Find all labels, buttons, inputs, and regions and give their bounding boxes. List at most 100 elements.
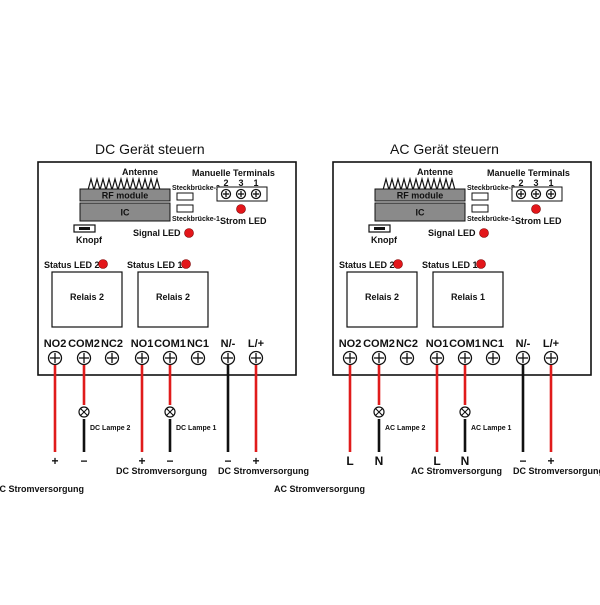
status-led2-label: Status LED 2 (339, 260, 395, 270)
manual-terminals-label: Manuelle Terminals (487, 168, 570, 178)
jumper-2 (176, 192, 194, 201)
lamp-1-cross-b (461, 408, 469, 416)
jumper1-label: Steckbrücke-1 (467, 216, 515, 223)
terminal-label-1: COM2 (363, 338, 395, 350)
relay-right-label: Relais 2 (156, 292, 190, 302)
wire-sign-3: − (166, 454, 173, 468)
terminal-label-1: COM2 (68, 338, 100, 350)
rf-module (79, 188, 171, 202)
lamp2-label: DC Lampe 2 (90, 425, 131, 432)
rf-module-label: RF module (102, 191, 149, 201)
terminal-label-0: NO2 (339, 338, 362, 350)
ic-label: IC (121, 208, 131, 218)
power-led-label: Strom LED (220, 216, 267, 226)
antenna-label: Antenne (122, 167, 158, 177)
relay-2 (346, 271, 418, 328)
panel-title: DC Gerät steuern (95, 141, 205, 157)
terminal-label-2: NC2 (101, 338, 123, 350)
supply-right-label: DC Stromversorgung (218, 466, 309, 476)
wire-sign-2: + (138, 454, 145, 468)
rf-module-label: RF module (397, 191, 444, 201)
lamp1-label: AC Lampe 1 (471, 425, 512, 432)
wire-sign-2: L (433, 454, 440, 468)
terminal-label-5: NC1 (482, 338, 504, 350)
status-led-2 (393, 259, 403, 269)
relay-left-label: Relais 2 (70, 292, 104, 302)
ic-chip (374, 202, 466, 222)
terminal-label-6: N/- (221, 338, 236, 350)
status-led-1 (476, 259, 486, 269)
status-led1-label: Status LED 1 (127, 260, 183, 270)
push-button-cap (79, 227, 90, 230)
push-button-cap (374, 227, 385, 230)
manual-terminal-number: 1 (548, 178, 553, 188)
button-label: Knopf (371, 235, 398, 245)
wire-sign-1: − (80, 454, 87, 468)
status-led2-label: Status LED 2 (44, 260, 100, 270)
supply-bottom-label: AC Stromversorgung (274, 484, 365, 494)
wire-sign-4: − (224, 454, 231, 468)
rf-module (374, 188, 466, 202)
terminal-label-2: NC2 (396, 338, 418, 350)
relay-2 (51, 271, 123, 328)
terminal-label-6: N/- (516, 338, 531, 350)
terminal-label-0: NO2 (44, 338, 67, 350)
supply-mid-label: AC Stromversorgung (411, 466, 502, 476)
terminal-label-4: COM1 (449, 338, 481, 350)
power-led (236, 204, 246, 214)
supply-mid-label: DC Stromversorgung (116, 466, 207, 476)
signal-led (184, 228, 194, 238)
status-led-2 (98, 259, 108, 269)
wire-sign-3: N (461, 454, 470, 468)
supply-right-label: DC Stromversorgung (513, 466, 600, 476)
relay-1 (432, 271, 504, 328)
lamp2-label: AC Lampe 2 (385, 425, 426, 432)
button-label: Knopf (76, 235, 103, 245)
panel-title: AC Gerät steuern (390, 141, 499, 157)
terminal-label-7: L/+ (248, 338, 264, 350)
antenna-label: Antenne (417, 167, 453, 177)
ic-chip (79, 202, 171, 222)
wire-sign-5: + (252, 454, 259, 468)
jumper-1 (471, 204, 489, 213)
supply-bottom-label: DC Stromversorgung (0, 484, 84, 494)
jumper-1 (176, 204, 194, 213)
terminal-label-3: NO1 (426, 338, 449, 350)
manual-terminal-number: 2 (518, 178, 523, 188)
wire-sign-0: + (51, 454, 58, 468)
status-led1-label: Status LED 1 (422, 260, 478, 270)
jumper-2 (471, 192, 489, 201)
relay-right-label: Relais 1 (451, 292, 485, 302)
manual-terminal-number: 3 (238, 178, 243, 188)
wire-sign-1: N (375, 454, 384, 468)
terminal-label-7: L/+ (543, 338, 559, 350)
relay-1 (137, 271, 209, 328)
wire-sign-0: L (346, 454, 353, 468)
power-led (531, 204, 541, 214)
signal-led (479, 228, 489, 238)
lamp-1-cross-b (166, 408, 174, 416)
signal-led-label: Signal LED (428, 228, 476, 238)
manual-terminals-label: Manuelle Terminals (192, 168, 275, 178)
wire-sign-4: − (519, 454, 526, 468)
terminal-label-3: NO1 (131, 338, 154, 350)
jumper2-label: Steckbrücke-2 (172, 185, 220, 192)
wire-sign-5: + (547, 454, 554, 468)
status-led-1 (181, 259, 191, 269)
terminal-label-5: NC1 (187, 338, 209, 350)
manual-terminal-number: 3 (533, 178, 538, 188)
relay-left-label: Relais 2 (365, 292, 399, 302)
manual-terminal-number: 2 (223, 178, 228, 188)
ic-label: IC (416, 208, 426, 218)
lamp-2-cross-b (80, 408, 88, 416)
lamp-2-cross-b (375, 408, 383, 416)
signal-led-label: Signal LED (133, 228, 181, 238)
terminal-label-4: COM1 (154, 338, 186, 350)
power-led-label: Strom LED (515, 216, 562, 226)
jumper1-label: Steckbrücke-1 (172, 216, 220, 223)
lamp1-label: DC Lampe 1 (176, 425, 217, 432)
jumper2-label: Steckbrücke-2 (467, 185, 515, 192)
manual-terminal-number: 1 (253, 178, 258, 188)
